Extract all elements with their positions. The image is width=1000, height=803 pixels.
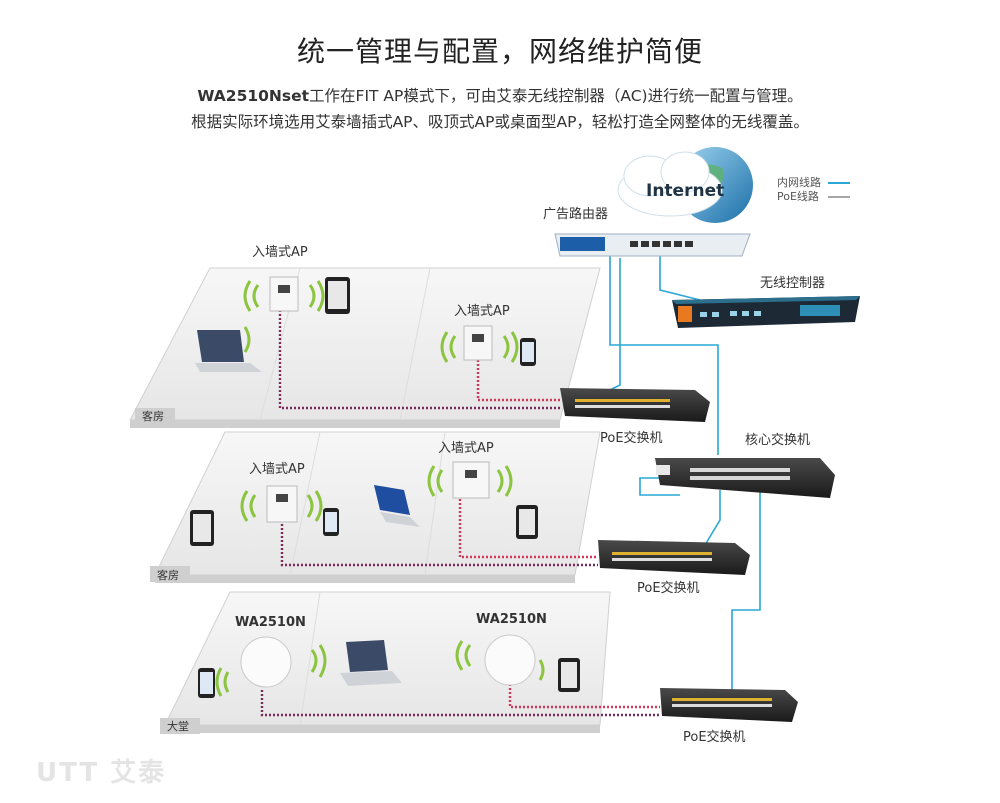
poe-switch-2-label: PoE交换机	[637, 580, 700, 596]
floor-2-ap-b-label: 入墙式AP	[438, 441, 494, 456]
model-name: WA2510Nset	[197, 87, 310, 105]
lan-lines	[599, 255, 761, 700]
ceiling-ap-icon	[240, 636, 292, 688]
poe-switch-1-label: PoE交换机	[600, 430, 663, 446]
laptop-icon	[374, 485, 410, 515]
room-tag	[135, 408, 175, 424]
poe-switch-1: PoE交换机	[560, 388, 710, 446]
brand-mark: UTT	[36, 758, 100, 788]
subtitle-line-1-text: 工作在FIT AP模式下，可由艾泰无线控制器（AC)进行统一配置与管理。	[309, 87, 803, 105]
room-tag	[160, 718, 200, 734]
controller-plate	[800, 305, 840, 316]
floor-2-room-label: 客房	[157, 568, 179, 582]
floor-1-devices: 入墙式AP 入墙式AP 客房	[142, 245, 536, 423]
floor-2-devices: 入墙式AP 入墙式AP 客房	[157, 441, 538, 582]
core-switch: 核心交换机	[655, 432, 835, 498]
floor-3-devices: WA2510N WA2510N 大堂	[167, 612, 580, 733]
room-tag	[150, 566, 190, 582]
floor-2-ap-a-label: 入墙式AP	[249, 462, 305, 477]
page-title: 统一管理与配置，网络维护简便	[296, 35, 703, 68]
floor-1-ap-b-label: 入墙式AP	[454, 304, 510, 319]
controller-badge	[678, 306, 692, 322]
wifi-waves-icon	[240, 465, 513, 522]
poe-switch-2: PoE交换机	[598, 540, 750, 596]
floor-3-ap-a-label: WA2510N	[235, 615, 306, 630]
wall-ap-icon	[452, 461, 490, 499]
floor-3-ap-b-label: WA2510N	[476, 612, 547, 627]
wall-ap-icon	[266, 485, 298, 523]
wall-ap-icon	[463, 325, 493, 361]
floor-1-ap-a-label: 入墙式AP	[252, 245, 308, 260]
subtitle-line-1: WA2510Nset工作在FIT AP模式下，可由艾泰无线控制器（AC)进行统一…	[0, 84, 1000, 106]
wireless-controller: 无线控制器	[672, 276, 860, 328]
core-switch-label: 核心交换机	[745, 432, 810, 448]
floor-3-room-label: 大堂	[167, 719, 189, 733]
laptop-icon	[197, 330, 244, 362]
router-brand-plate	[560, 237, 605, 251]
poe-switch-3-label: PoE交换机	[683, 729, 746, 745]
floor-1-room-label: 客房	[142, 409, 164, 423]
legend: 内网线路 PoE线路	[777, 175, 850, 203]
legend-poe-label: PoE线路	[777, 189, 819, 203]
wifi-waves-icon	[215, 640, 545, 697]
poe-lines	[260, 290, 660, 717]
poe-switch-3: PoE交换机	[660, 688, 798, 745]
legend-lan-label: 内网线路	[777, 175, 821, 189]
ceiling-ap-icon	[484, 634, 536, 686]
laptop-icon	[346, 640, 388, 672]
wall-ap-icon	[269, 276, 299, 312]
internet-label: Internet	[646, 181, 724, 201]
wifi-waves-icon	[243, 280, 519, 363]
router-label: 广告路由器	[543, 206, 608, 222]
router: 广告路由器	[543, 206, 751, 257]
controller-label: 无线控制器	[760, 276, 825, 291]
brand-name: 艾泰	[110, 758, 167, 788]
floor-3	[160, 591, 611, 734]
subtitle-line-2: 根据实际环境选用艾泰墙插式AP、吸顶式AP或桌面型AP，轻松打造全网整体的无线覆…	[191, 113, 809, 131]
core-switch-plate	[656, 465, 670, 475]
internet-cloud: Internet	[617, 147, 753, 223]
brand-logo: UTT 艾泰	[36, 752, 166, 789]
